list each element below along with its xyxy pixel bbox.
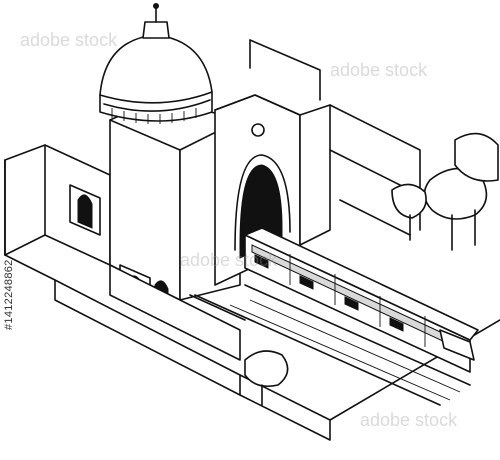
dome (99, 3, 213, 124)
track-bed (194, 284, 471, 406)
train (244, 227, 479, 373)
front-wall (109, 264, 246, 361)
trees (244, 132, 499, 406)
stock-id: #1412248862 (3, 259, 15, 330)
